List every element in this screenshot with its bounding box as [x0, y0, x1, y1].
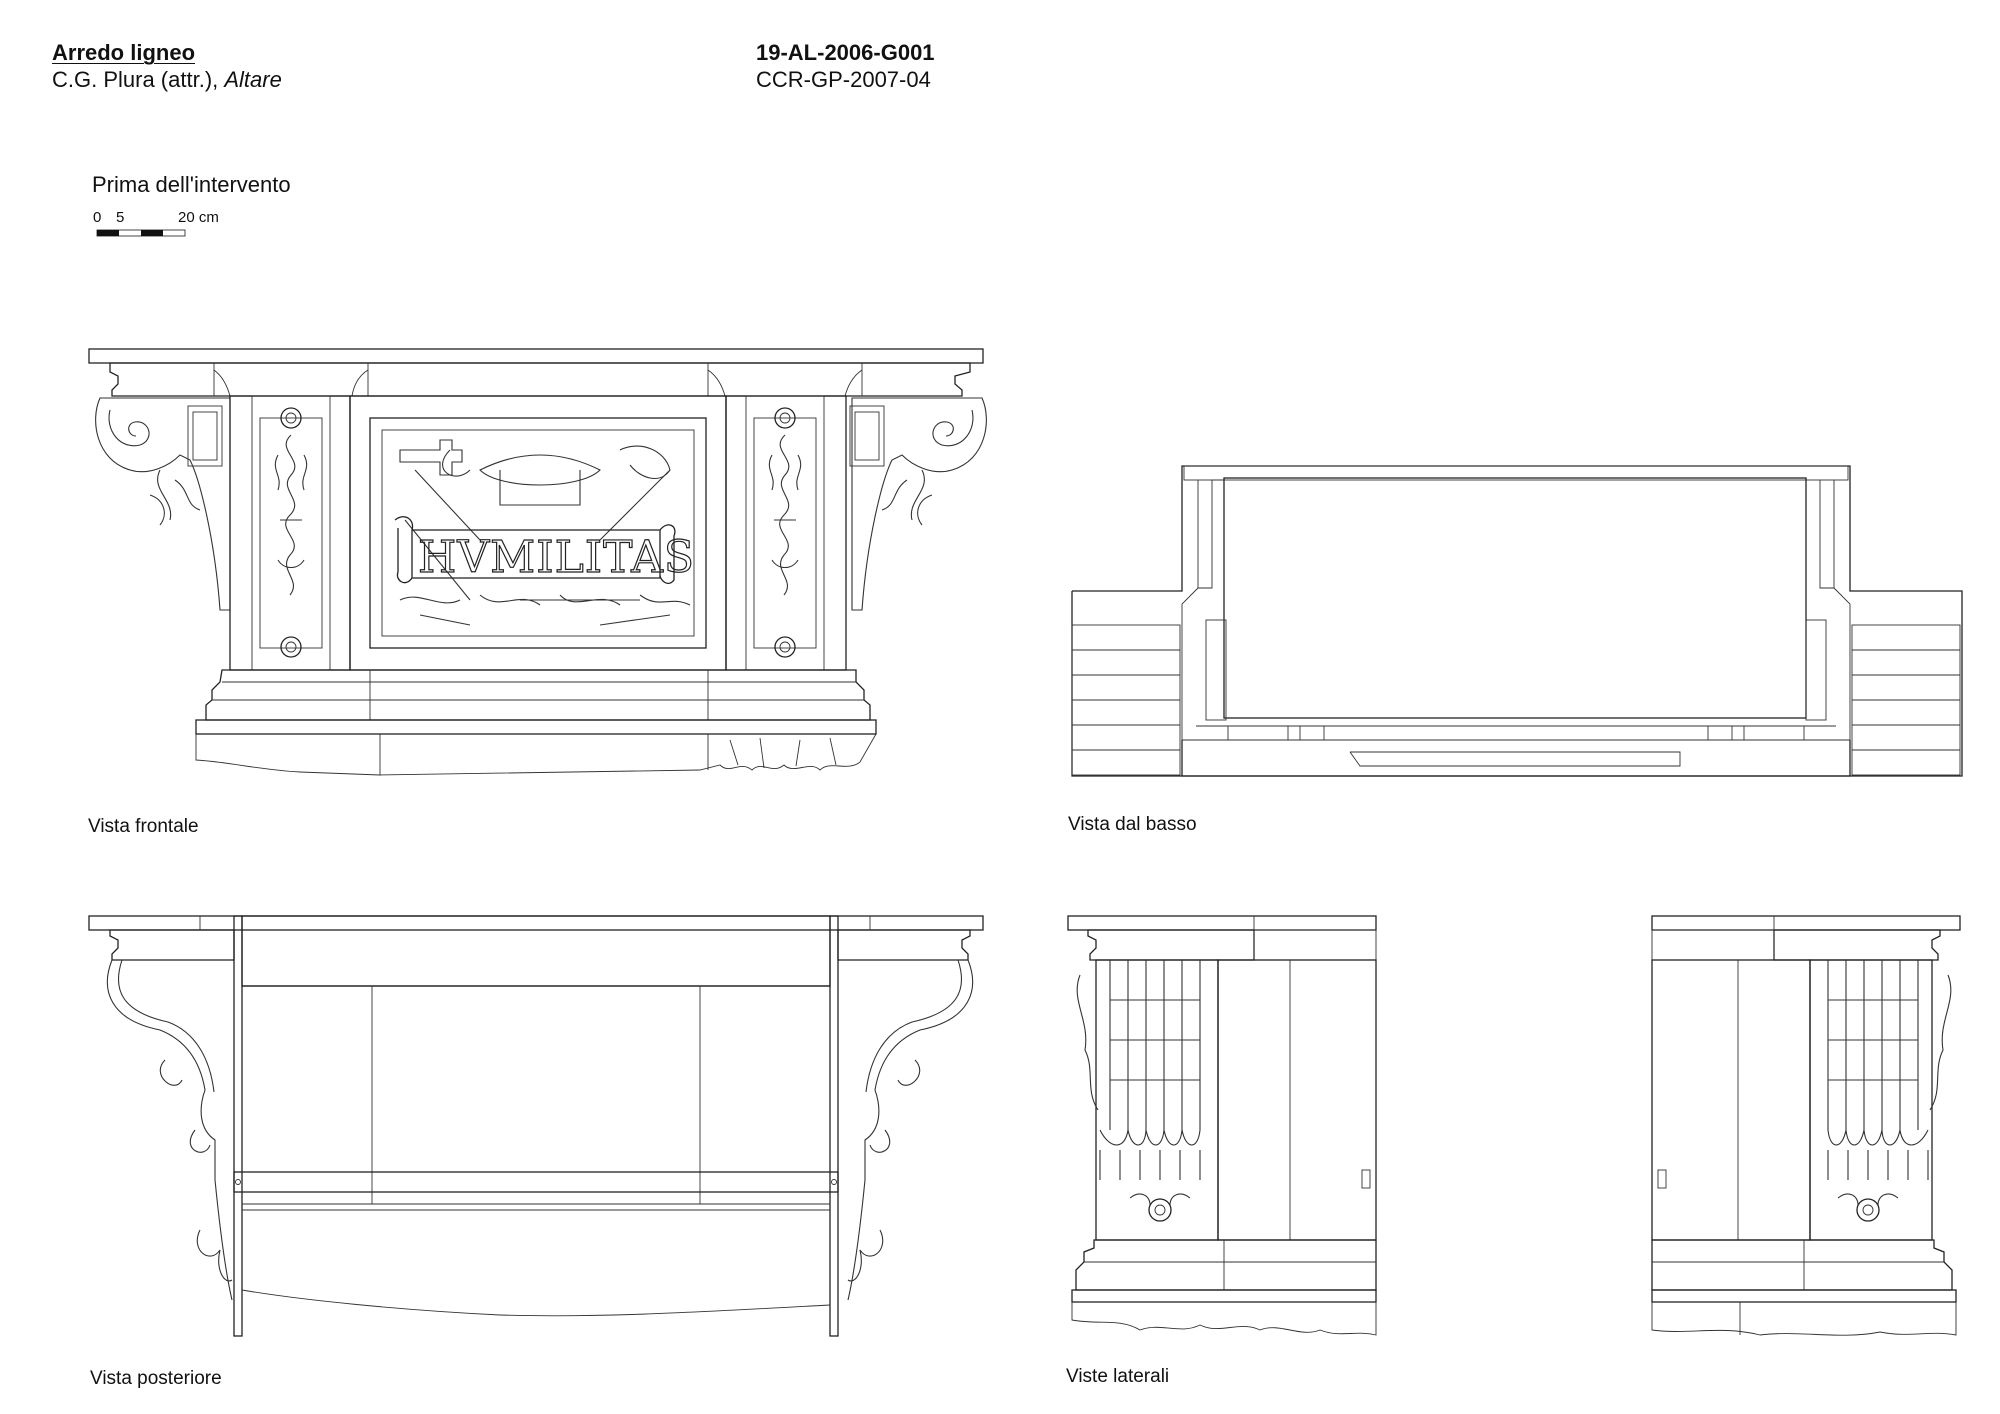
sheet-title: Arredo ligneo	[52, 40, 196, 65]
sheet-subtitle: C.G. Plura (attr.), Altare	[52, 67, 282, 92]
front-view-drawing: HVMILITAS	[88, 348, 987, 776]
caption-side-views: Viste laterali	[1066, 1366, 1170, 1387]
inventory-code: 19-AL-2006-G001	[756, 40, 935, 65]
rear-view-drawing	[88, 915, 984, 1337]
project-code: CCR-GP-2007-04	[756, 67, 931, 92]
phase-label: Prima dell'intervento	[92, 172, 291, 197]
work-title: Altare	[224, 67, 282, 92]
caption-bottom-view: Vista dal basso	[1068, 814, 1197, 835]
scale-tick-0: 0	[93, 209, 102, 226]
inscription-text: HVMILITAS	[418, 532, 695, 583]
bottom-view-drawing	[1071, 465, 1963, 777]
scale-bar	[96, 229, 186, 237]
side-view-left-drawing	[1067, 915, 1377, 1336]
author-attribution: C.G. Plura (attr.),	[52, 67, 225, 92]
caption-front-view: Vista frontale	[88, 816, 199, 837]
scale-tick-20: 20 cm	[178, 209, 219, 226]
side-view-right-drawing	[1651, 915, 1961, 1336]
caption-rear-view: Vista posteriore	[90, 1368, 222, 1389]
scale-tick-5: 5	[116, 209, 125, 226]
